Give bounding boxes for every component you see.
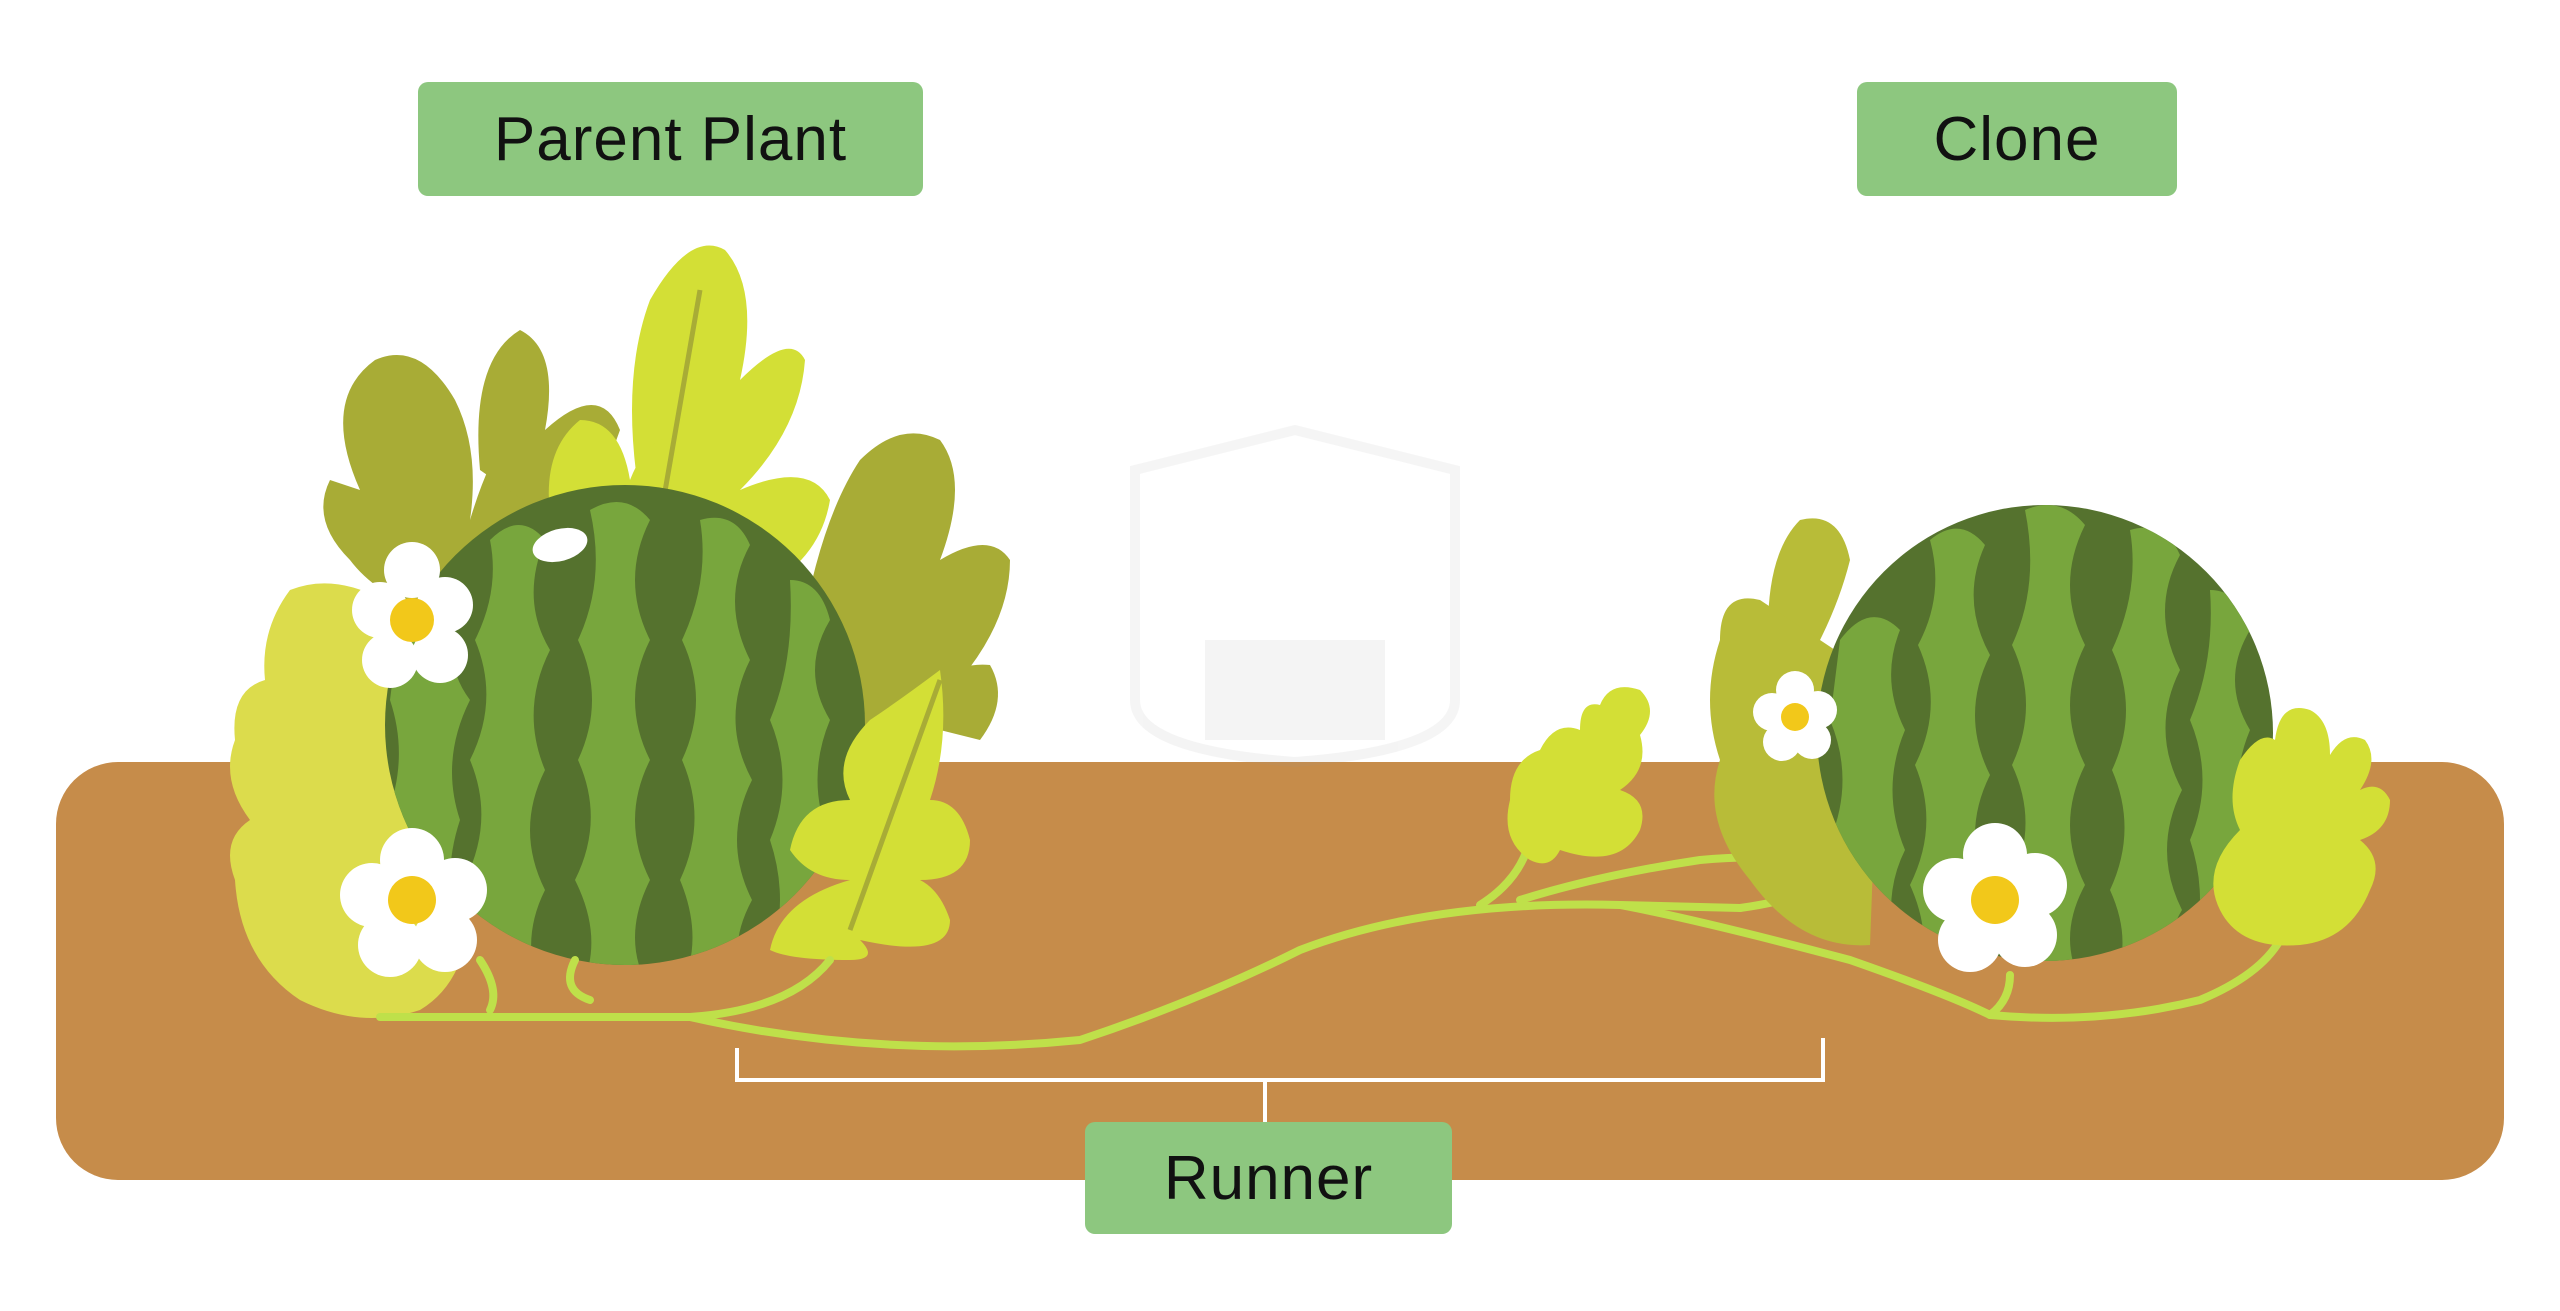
runner-leaf [1507,687,1650,864]
clone-label-text: Clone [1933,104,2101,174]
parent-front-leaf [770,670,970,960]
clone-label: Clone [1857,82,2177,196]
parent-watermelon [385,485,865,965]
clone-flower-small [1753,671,1837,761]
parent-flower-lower [340,828,487,977]
clone-front-leaf [2213,708,2390,946]
parent-plant-label: Parent Plant [418,82,923,196]
parent-plant-label-text: Parent Plant [493,104,848,174]
parent-flower-upper [352,542,473,688]
watermark-logo [1130,424,1460,768]
runner-bracket [735,1038,1825,1122]
clone-flower-large [1923,823,2067,972]
runner-label: Runner [1085,1122,1452,1234]
runner-label-text: Runner [1163,1143,1374,1213]
